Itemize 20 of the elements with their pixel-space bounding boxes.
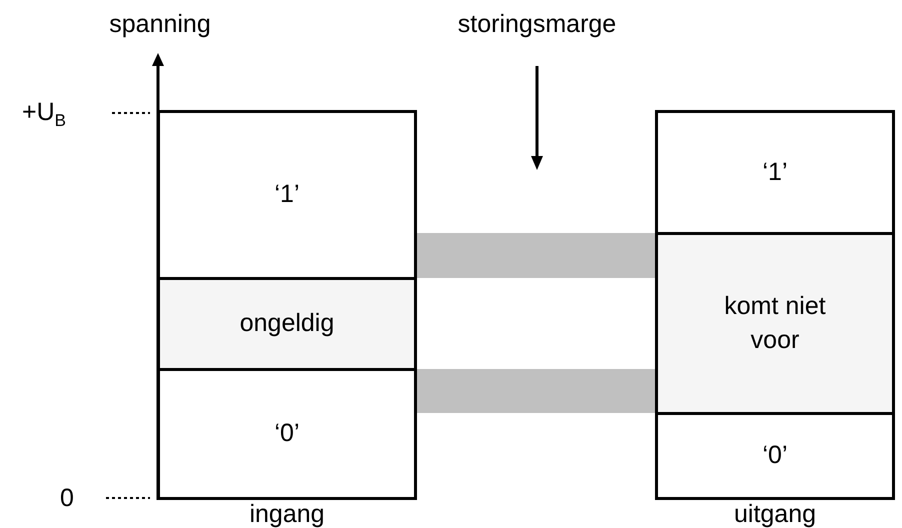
margin-band [417,233,655,278]
level-text: ‘0’ [274,418,300,450]
level-box [157,277,417,371]
level-text: ‘0’ [762,440,788,472]
level-box [655,412,895,500]
axis-label: spanning [109,12,211,37]
level-box [655,232,895,415]
level-box [157,110,417,280]
column-label: ingang [249,502,325,527]
level-box [157,368,417,500]
level-box [655,110,895,235]
annotation-label: storingsmarge [458,12,616,37]
level-text: ‘1’ [274,179,300,210]
level-text: komt niet voor [723,290,827,356]
level-text: ongeldig [240,308,334,340]
level-value: +U$_{B}$ [22,100,66,129]
level-value: 0 [60,486,74,511]
margin-band [417,369,655,413]
column-label: uitgang [734,502,816,527]
level-text: ‘1’ [762,156,788,188]
